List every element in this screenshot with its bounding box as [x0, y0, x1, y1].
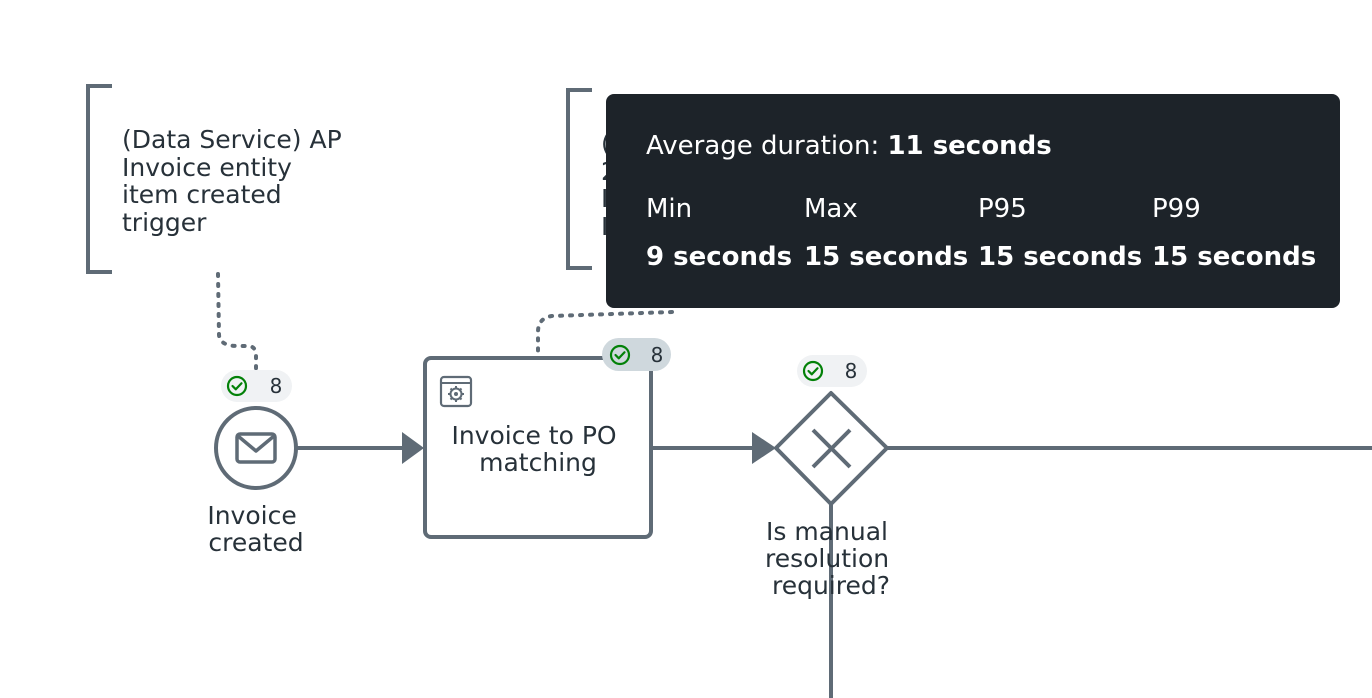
check-circle-icon	[609, 344, 631, 366]
annotation-association-2	[536, 310, 674, 358]
annotation-bracket	[566, 88, 592, 270]
annotation-line: I	[601, 212, 608, 241]
stat-label: Max	[804, 194, 858, 224]
exclusive-gateway-manual-resolution[interactable]: Is manual resolution required?	[765, 391, 897, 600]
stat-p99: P99 15 seconds	[1152, 192, 1322, 274]
envelope-icon	[235, 432, 277, 464]
stat-min: Min 9 seconds	[646, 192, 804, 274]
stat-p95: P95 15 seconds	[978, 192, 1152, 274]
average-duration-value: 11 seconds	[887, 131, 1052, 161]
stat-label: Min	[646, 194, 693, 224]
label-line: Invoice to PO	[451, 421, 616, 450]
check-circle-icon	[226, 375, 248, 397]
average-duration-label: Average duration:	[646, 131, 880, 161]
stat-max: Max 15 seconds	[804, 192, 978, 274]
duration-stats: Min 9 seconds Max 15 seconds P95 15 seco…	[646, 192, 1340, 274]
task-box	[423, 356, 653, 539]
sequence-flow-start-to-task[interactable]	[297, 432, 424, 464]
label-line: Is manual	[766, 517, 888, 546]
annotation-line: I	[601, 184, 608, 213]
gateway-completed-badge[interactable]: 8	[797, 355, 867, 387]
task-label: Invoice to PO matching	[451, 421, 624, 477]
start-event-circle	[214, 406, 298, 490]
text-annotation-trigger[interactable]: (Data Service) AP Invoice entity item cr…	[86, 84, 350, 274]
annotation-line: trigger	[122, 208, 207, 237]
annotation-bracket	[86, 84, 112, 274]
exclusive-x-icon	[811, 428, 852, 469]
label-line: matching	[479, 448, 597, 477]
sequence-flow-task-to-gateway[interactable]	[651, 432, 776, 464]
start-event-label: Invoice created	[207, 501, 304, 557]
completed-count: 8	[845, 359, 858, 383]
start-event-completed-badge[interactable]: 8	[221, 370, 292, 402]
duration-tooltip: Average duration: 11 seconds Min 9 secon…	[606, 94, 1340, 308]
stat-value: 15 seconds	[978, 242, 1143, 272]
flow-arrowhead	[402, 432, 424, 464]
completed-count: 8	[270, 374, 283, 398]
flow-arrowhead	[752, 432, 776, 464]
label-line: created	[208, 528, 303, 557]
gateway-label: Is manual resolution required?	[765, 517, 897, 600]
stat-value: 15 seconds	[804, 242, 969, 272]
stat-value: 15 seconds	[1152, 242, 1317, 272]
annotation-text: (Data Service) AP Invoice entity item cr…	[122, 125, 350, 237]
task-completed-badge[interactable]: 8	[602, 338, 671, 371]
stat-value: 9 seconds	[646, 242, 793, 272]
service-task-gear-icon	[439, 375, 473, 408]
service-task-invoice-to-po-matching[interactable]: Invoice to PO matching	[423, 356, 653, 539]
annotation-line: (	[601, 129, 611, 158]
label-line: Invoice	[207, 501, 296, 530]
label-line: resolution	[765, 544, 889, 573]
stat-label: P99	[1152, 194, 1201, 224]
stat-label: P95	[978, 194, 1027, 224]
annotation-line: (Data Service) AP	[122, 125, 342, 154]
annotation-association-1	[216, 272, 258, 406]
label-line: required?	[772, 571, 890, 600]
start-event-invoice-created[interactable]: Invoice created	[207, 406, 304, 557]
annotation-line: Invoice entity	[122, 153, 292, 182]
average-duration: Average duration: 11 seconds	[646, 128, 1340, 164]
completed-count: 8	[651, 343, 664, 367]
annotation-line: item created	[122, 180, 282, 209]
check-circle-icon	[802, 360, 824, 382]
